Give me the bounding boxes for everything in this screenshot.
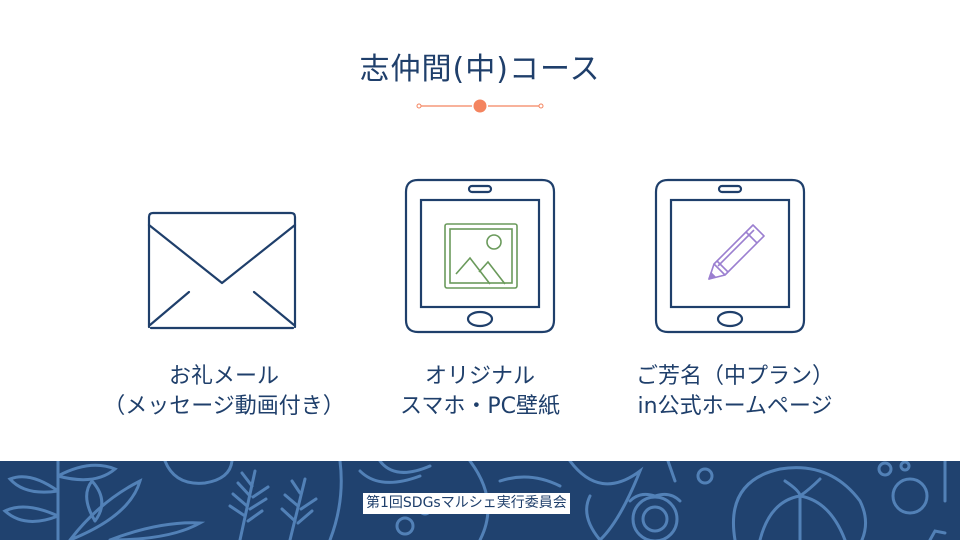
- slide-title: 志仲間(中)コース: [359, 52, 601, 87]
- caption-line-2: in公式ホームページ: [637, 394, 833, 419]
- footer-organizer-label: 第1回SDGsマルシェ実行委員会: [363, 493, 570, 514]
- caption-line-1: お礼メール: [168, 364, 279, 389]
- item-caption-name-listing: ご芳名（中プラン） in公式ホームページ: [610, 362, 860, 422]
- botanical-pattern: [2, 461, 947, 540]
- item-caption-thank-you-mail: お礼メール （メッセージ動画付き）: [80, 362, 368, 422]
- title-divider: [416, 99, 544, 113]
- caption-line-2: （メッセージ動画付き）: [103, 394, 345, 419]
- tablet-image-icon: [404, 178, 556, 334]
- tablet-pencil-icon: [654, 178, 806, 334]
- caption-line-1: オリジナル: [424, 364, 535, 389]
- item-caption-wallpaper: オリジナル スマホ・PC壁紙: [380, 362, 580, 422]
- caption-line-2: スマホ・PC壁紙: [400, 394, 560, 419]
- envelope-icon: [147, 211, 297, 330]
- caption-line-1: ご芳名（中プラン）: [635, 364, 834, 389]
